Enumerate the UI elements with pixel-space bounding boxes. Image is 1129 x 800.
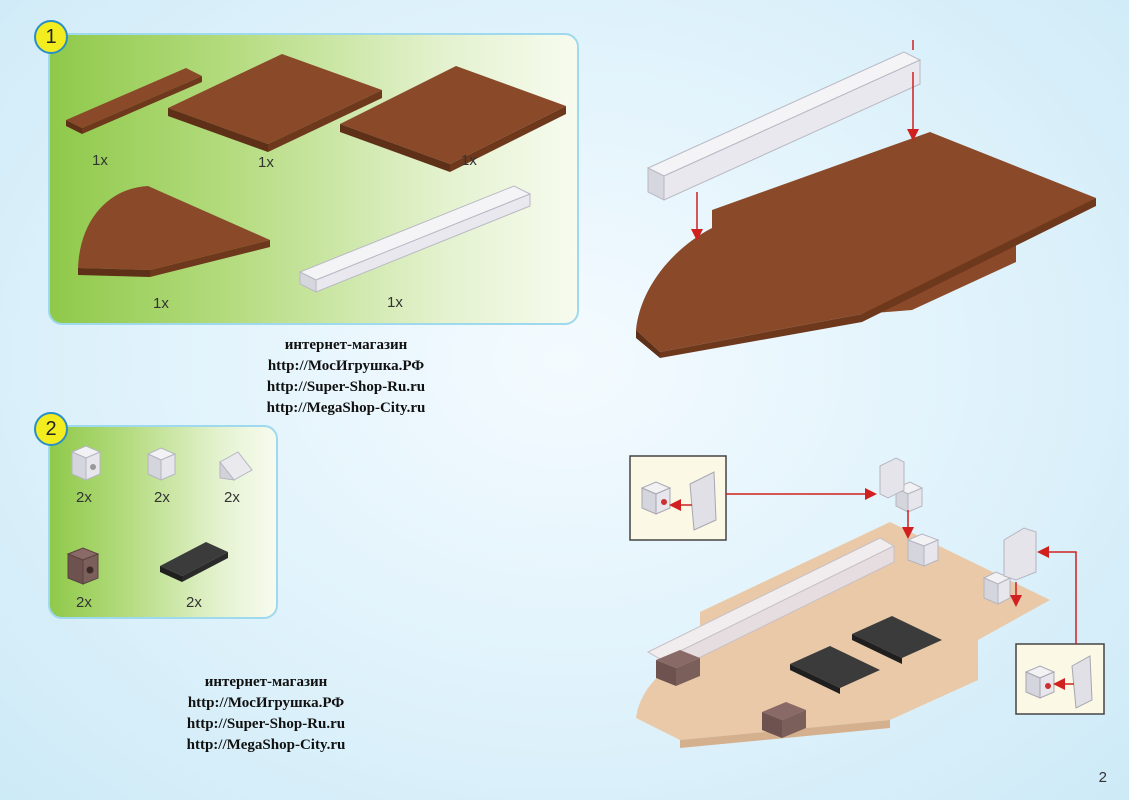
shop-text-block-2: интернет-магазин http://МосИгрушка.РФ ht…: [156, 672, 376, 756]
part-qty: 1x: [258, 154, 274, 171]
step-1-white-beam: [646, 51, 922, 201]
step-1-badge: 1: [34, 20, 68, 54]
black-plate-2x4-part: [160, 542, 228, 582]
white-slope-floating: [879, 457, 905, 499]
black-plate-installed: [790, 646, 880, 694]
dark-brown-technic-brick-part: [66, 547, 100, 585]
step-1-assembled-hull: [636, 132, 1096, 358]
part-qty: 2x: [186, 594, 202, 611]
white-slope-part: [219, 451, 253, 481]
shop-link[interactable]: http://Super-Shop-Ru.ru: [266, 379, 426, 395]
white-slope-floating: [1003, 527, 1037, 581]
white-technic-brick-part: [298, 185, 532, 293]
white-technic-brick-1x1-part: [70, 445, 102, 481]
part-qty: 2x: [76, 594, 92, 611]
shop-text-line: интернет-магазин: [204, 674, 328, 690]
part-qty: 2x: [224, 489, 240, 506]
brown-plate-1x8-part: [66, 68, 202, 134]
part-qty: 1x: [92, 152, 108, 169]
step-2-badge: 2: [34, 412, 68, 446]
callout-box-right: [1015, 643, 1105, 715]
callout-box-left: [629, 455, 727, 541]
brown-plate-6x10-part-a: [168, 54, 382, 152]
dark-brown-brick-installed: [762, 702, 806, 738]
part-qty: 2x: [76, 489, 92, 506]
white-brick-1x1-part: [146, 447, 177, 481]
black-plate-installed: [852, 616, 942, 664]
part-qty: 1x: [153, 295, 169, 312]
shop-link[interactable]: http://МосИгрушка.РФ: [187, 695, 345, 711]
shop-link[interactable]: http://Super-Shop-Ru.ru: [186, 716, 346, 732]
dark-brown-brick-installed: [656, 650, 700, 686]
shop-link[interactable]: http://МосИгрушка.РФ: [267, 358, 425, 374]
shop-text-line: интернет-магазин: [284, 337, 408, 353]
shop-link[interactable]: http://MegaShop-City.ru: [266, 400, 426, 416]
part-qty: 1x: [461, 152, 477, 169]
part-qty: 2x: [154, 489, 170, 506]
part-qty: 1x: [387, 294, 403, 311]
brown-wedge-plate-part: [78, 186, 270, 277]
brown-plate-6x10-part-b: [340, 66, 566, 172]
page-number: 2: [1098, 769, 1107, 786]
shop-text-block-1: интернет-магазин http://МосИгрушка.РФ ht…: [236, 335, 456, 419]
shop-link[interactable]: http://MegaShop-City.ru: [186, 737, 346, 753]
step-2-white-beam: [646, 537, 896, 677]
white-brick-floating: [906, 533, 940, 567]
